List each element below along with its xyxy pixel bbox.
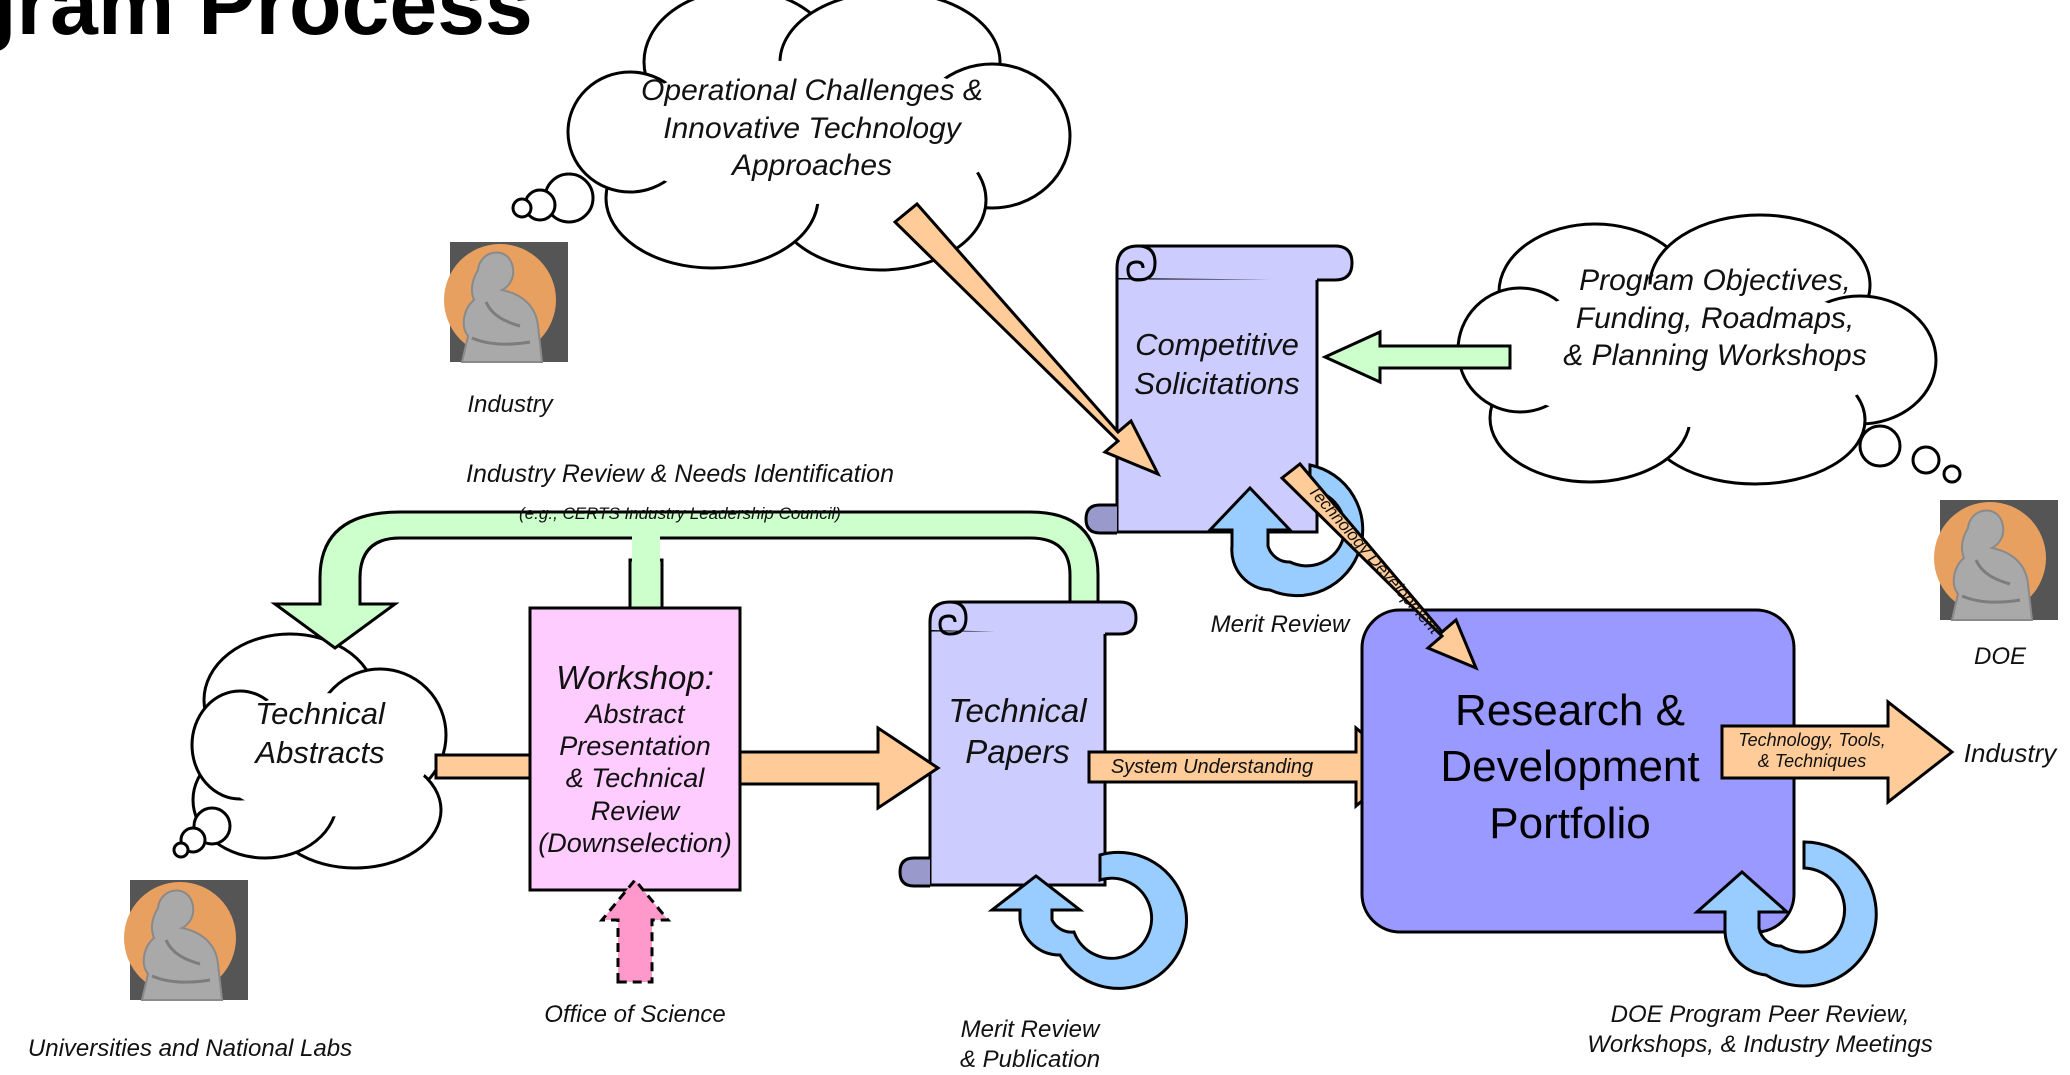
rd-line-1: Research & [1455,686,1685,735]
doe-peer-review-line-2: Workshops, & Industry Meetings [1587,1031,1933,1058]
merit-publication-line-1: Merit Review [960,1016,1100,1043]
workshop-box [528,606,742,892]
solicitations-line-1: Competitive [1135,327,1299,362]
objectives-line-3: & Planning Workshops [1563,339,1867,372]
office-of-science-label: Office of Science [544,1001,726,1028]
system-understanding-label: System Understanding [1110,756,1314,778]
office-of-science-arrow [598,877,672,984]
operational-line-3: Approaches [731,149,893,182]
technology-development-arrow [1279,461,1479,671]
papers-line-2: Papers [965,733,1070,771]
operational-arrow [892,201,1162,477]
abstracts-line-2: Abstracts [255,734,385,770]
abstracts-line-1: Technical [255,696,385,731]
papers-line-1: Technical [948,692,1087,729]
workshop-line-4: Review [590,795,680,826]
tech-tools-label: Technology, Tools, & Techniques [1722,730,1902,771]
solicitations-text: Competitive Solicitations [1117,326,1317,404]
industry-top-label: Industry [467,391,553,418]
thinker-statue-icon [442,240,570,364]
solicitations-line-2: Solicitations [1134,365,1300,401]
workshop-text: Workshop: Abstract Presentation & Techni… [530,658,740,860]
merit-review-top-label: Merit Review [1210,611,1350,638]
workshop-line-3: & Technical [565,763,705,794]
merit-publication-label: Merit Review & Publication [930,1015,1130,1075]
competitive-solicitations-scroll [1084,244,1354,535]
papers-text: Technical Papers [930,690,1105,773]
doe-peer-review-line-1: DOE Program Peer Review, [1610,1001,1910,1028]
tech-tools-line-2: & Techniques [1757,750,1867,771]
industry-right-label: Industry [1963,738,2057,768]
technical-abstracts-cloud [172,632,448,870]
merit-publication-cycle-arrow [987,850,1189,990]
objectives-line-2: Funding, Roadmaps, [1575,301,1855,335]
thinker-statue-icon [122,878,250,1002]
industry-review-arrow [270,510,1100,650]
technology-tools-arrow [1720,698,1955,806]
workshop-title: Workshop: [556,659,714,696]
operational-line-1: Operational Challenges & [641,74,983,107]
technical-papers-scroll [898,600,1138,888]
program-objectives-text: Program Objectives, Funding, Roadmaps, &… [1535,262,1895,375]
objectives-arrow [1321,329,1512,385]
rd-portfolio-text: Research & Development Portfolio [1380,683,1760,852]
industry-review-example-label: (e.g., CERTS Industry Leadership Council… [519,504,841,523]
operational-line-2: Innovative Technology [663,111,961,145]
rd-line-2: Development [1440,742,1700,792]
page-title: gram Process [0,0,533,53]
workshop-line-2: Presentation [559,730,711,761]
doe-peer-review-label: DOE Program Peer Review, Workshops, & In… [1550,1000,1970,1060]
technical-abstracts-text: Technical Abstracts [230,695,410,773]
merit-publication-line-2: & Publication [959,1046,1101,1073]
peer-review-cycle-arrow [1693,840,1878,988]
doe-label: DOE [1973,643,2026,670]
operational-challenges-text: Operational Challenges & Innovative Tech… [612,72,1012,185]
workshop-connector-arrow [628,558,664,612]
industry-review-label: Industry Review & Needs Identification [466,460,894,488]
workshop-to-papers-arrow [738,725,941,811]
universities-label: Universities and National Labs [27,1035,353,1062]
workshop-line-1: Abstract [585,698,685,729]
abstracts-to-workshop-arrow [434,753,532,780]
tech-tools-line-1: Technology, Tools, [1738,730,1886,750]
rd-line-3: Portfolio [1489,798,1651,848]
thinker-statue-icon [1932,498,2060,622]
workshop-line-5: (Downselection) [538,828,732,859]
program-objectives-cloud [1456,213,1962,486]
objectives-line-1: Program Objectives, [1579,264,1851,297]
